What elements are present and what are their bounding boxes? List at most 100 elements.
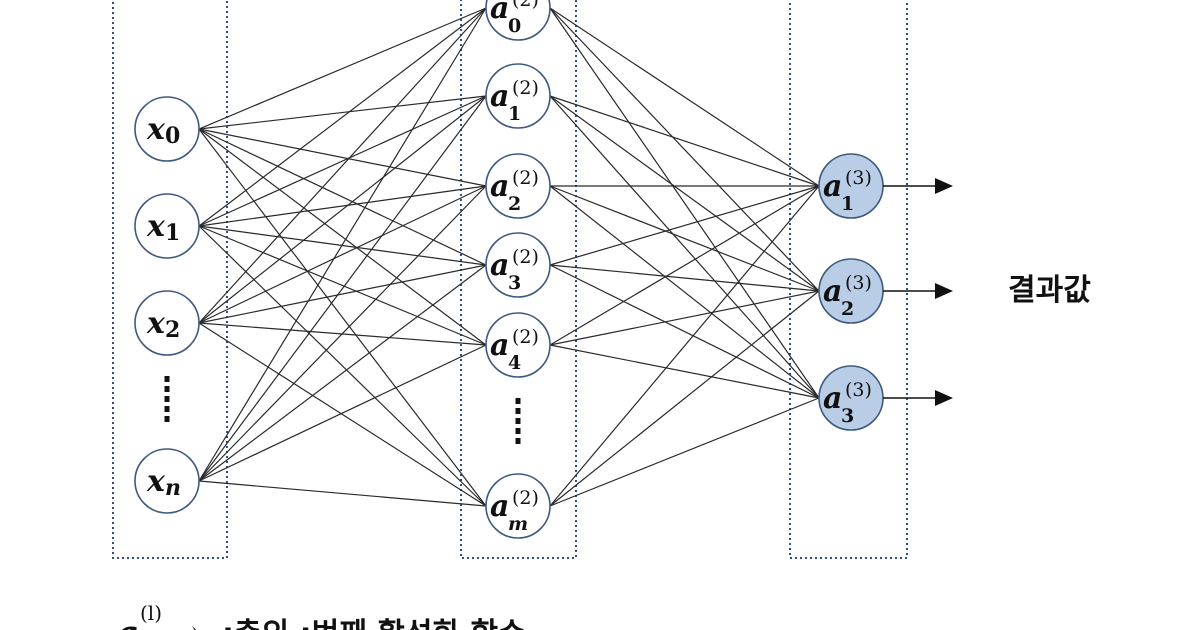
node-subscript: 1: [841, 193, 854, 215]
node-circle: [485, 232, 551, 298]
hidden-node-2: a2(2): [485, 153, 551, 219]
connection-hidden-4-output-2: [549, 344, 820, 399]
node-circle: [134, 96, 200, 162]
hidden-node-3: a3 (2): [485, 232, 551, 298]
node-base: a: [823, 381, 842, 416]
node-subscript: 2: [165, 317, 180, 343]
node-base: a: [490, 328, 509, 363]
hidden-node-0: a0(2): [485, 0, 551, 41]
hidden-ellipsis: [515, 398, 521, 444]
output-node-0: a1(3): [818, 153, 884, 219]
hidden-layer-box: [460, 0, 577, 559]
ellipsis-dot: [164, 386, 170, 392]
ellipsis-dot: [164, 376, 170, 382]
connection-input-2-hidden-3: [198, 264, 487, 324]
node-circle: [485, 153, 551, 219]
connection-hidden-4-output-0: [549, 185, 820, 346]
node-subscript: 0: [508, 15, 521, 37]
ellipsis-dot: [515, 438, 521, 444]
connection-input-1-hidden-2: [198, 185, 487, 227]
legend-symbol-sup: (l): [140, 601, 162, 625]
node-base: a: [490, 248, 509, 283]
layer-boxes: [112, 0, 908, 559]
input-layer-box: [112, 0, 228, 559]
node-superscript: (2): [512, 487, 539, 509]
output-node-1: a2 (3): [818, 258, 884, 324]
connection-hidden-1-output-2: [549, 95, 820, 399]
node-superscript: (3): [845, 272, 872, 294]
connection-hidden-2-output-1: [549, 185, 820, 292]
legend: a (l) → :층의 :번째 활성화 함수: [116, 601, 526, 630]
ellipsis-dot: [164, 416, 170, 422]
ellipsis-dot: [515, 418, 521, 424]
output-arrow-head-0: [935, 178, 953, 194]
connection-input-2-hidden-2: [198, 185, 487, 324]
legend-symbol-base: a: [116, 613, 139, 630]
connection-input-1-hidden-6: [198, 225, 487, 507]
output-node-2: a3(3): [818, 365, 884, 431]
hidden-node-6: am (2): [485, 473, 551, 539]
connection-input-4-hidden-1: [198, 95, 487, 482]
node-subscript: 1: [508, 103, 521, 125]
connections: [198, 7, 820, 507]
connection-hidden-6-output-1: [549, 290, 820, 507]
connection-hidden-2-output-2: [549, 185, 820, 399]
node-superscript: (2): [512, 246, 539, 268]
node-base: x: [146, 464, 166, 499]
result-label: 결과값: [1008, 273, 1091, 308]
connection-input-0-hidden-0: [198, 7, 487, 130]
connection-input-1-hidden-4: [198, 225, 487, 346]
legend-text: :층의 :번째 활성화 함수: [222, 617, 526, 630]
connection-input-4-hidden-6: [198, 480, 487, 507]
node-subscript: 4: [508, 352, 521, 374]
node-subscript: 3: [508, 272, 521, 294]
node-subscript: 2: [508, 193, 521, 215]
node-circle: [134, 290, 200, 356]
node-subscript: n: [165, 475, 181, 501]
ellipsis-dot: [515, 428, 521, 434]
output-arrow-head-2: [935, 390, 953, 406]
connection-hidden-3-output-1: [549, 264, 820, 292]
hidden-node-4: a4(2): [485, 312, 551, 378]
output-arrows: [883, 178, 953, 406]
node-base: a: [490, 489, 509, 524]
node-superscript: (2): [512, 167, 539, 189]
connection-hidden-0-output-0: [549, 7, 820, 187]
node-subscript: 1: [165, 220, 180, 246]
node-superscript: (3): [845, 379, 872, 401]
node-circle: [134, 193, 200, 259]
connection-input-1-hidden-1: [198, 95, 487, 227]
legend-arrow: →: [172, 613, 201, 630]
node-subscript: 2: [841, 298, 854, 320]
connection-input-0-hidden-1: [198, 95, 487, 130]
node-subscript: m: [508, 513, 528, 535]
ellipsis-dot: [515, 408, 521, 414]
connection-hidden-0-output-2: [549, 7, 820, 399]
output-layer-box: [789, 0, 908, 559]
connection-input-2-hidden-6: [198, 322, 487, 507]
connection-hidden-1-output-1: [549, 95, 820, 292]
connection-input-1-hidden-0: [198, 7, 487, 227]
connection-input-4-hidden-2: [198, 185, 487, 482]
connection-input-4-hidden-3: [198, 264, 487, 482]
node-superscript: (2): [512, 77, 539, 99]
ellipsis-dot: [515, 398, 521, 404]
connection-hidden-3-output-0: [549, 185, 820, 266]
node-superscript: (3): [845, 167, 872, 189]
connection-hidden-6-output-2: [549, 397, 820, 507]
node-circle: [485, 473, 551, 539]
connection-input-4-hidden-4: [198, 344, 487, 482]
node-base: a: [490, 0, 509, 26]
connection-input-4-hidden-0: [198, 7, 487, 482]
connection-input-0-hidden-2: [198, 128, 487, 187]
node-base: a: [823, 274, 842, 309]
node-circle: [485, 0, 551, 41]
connection-input-0-hidden-4: [198, 128, 487, 346]
connection-input-2-hidden-1: [198, 95, 487, 324]
node-circle: [485, 63, 551, 129]
